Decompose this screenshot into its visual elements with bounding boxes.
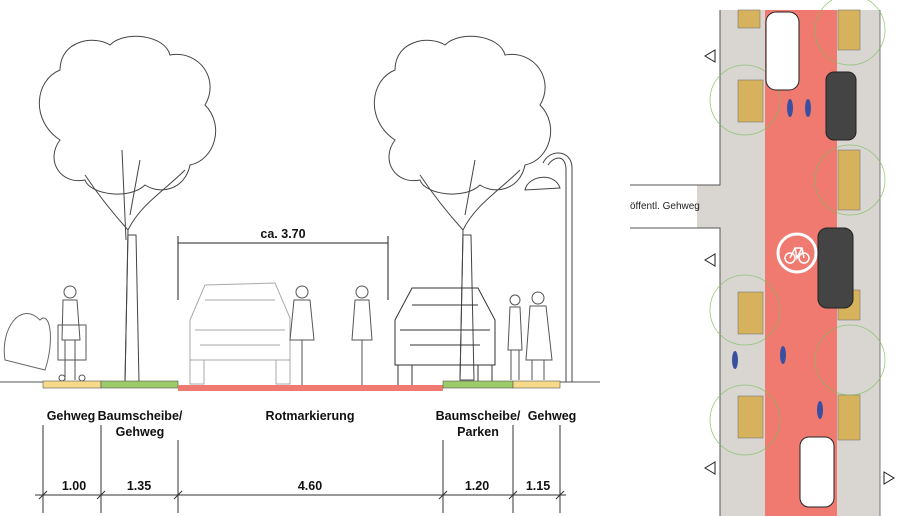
band-rotmarkierung [178,385,443,391]
cross-section [0,35,600,388]
label-line2: Gehweg [115,425,165,439]
label-line1: Baumscheibe/ [435,409,521,423]
plan-cars [765,11,857,508]
arrow-icon [704,49,716,63]
arrow-icon [704,461,716,475]
tree-pits [737,9,861,441]
width-baumscheibe-right: 1.20 [464,479,490,493]
tree-right [373,35,552,381]
segment-label-baumscheibe-right: Baumscheibe/Parken [436,408,521,440]
band-baumscheibe-left [100,380,179,389]
tree-left [38,35,217,383]
band-gehweg-right [512,380,561,389]
label-line1: Gehweg [46,409,96,423]
bicycle-icon [776,232,818,274]
side-street-label: öffentl. Gehweg [630,201,700,212]
segment-label-rotmarkierung: Rotmarkierung [266,408,355,424]
car-van [189,282,291,385]
segment-label-gehweg-left: Gehweg [47,408,96,424]
top-dimension-label: ca. 3.70 [260,227,306,241]
segment-label-baumscheibe-left: Baumscheibe/Gehweg [98,408,183,440]
width-gehweg-right: 1.15 [525,479,551,493]
pedestrian-stroller [57,285,87,382]
side-street-patch [697,185,720,228]
street-lamp [524,152,573,382]
width-gehweg-left: 1.00 [61,479,87,493]
tree-crowns [709,0,886,456]
width-baumscheibe-left: 1.35 [126,479,152,493]
dimension-lines [35,425,566,513]
surface-bands [42,380,561,391]
segment-label-gehweg-right: Gehweg [528,408,577,424]
direction-arrows [704,49,895,485]
width-rotmarkierung: 4.60 [297,479,323,493]
cyclist-2 [351,285,373,385]
cyclist-1 [289,285,315,385]
arrow-icon [704,253,716,267]
pedestrians-right [507,291,553,380]
car-suv [394,287,496,388]
label-line2: Parken [457,425,499,439]
bush [3,313,51,371]
plan-view [630,0,895,516]
plan-cyclists [732,99,823,419]
label-line1: Gehweg [527,409,577,423]
band-baumscheibe-right [442,380,514,389]
label-line1: Rotmarkierung [265,409,355,423]
label-line1: Baumscheibe/ [97,409,183,423]
band-gehweg-left [42,380,102,389]
arrow-icon [883,471,895,485]
